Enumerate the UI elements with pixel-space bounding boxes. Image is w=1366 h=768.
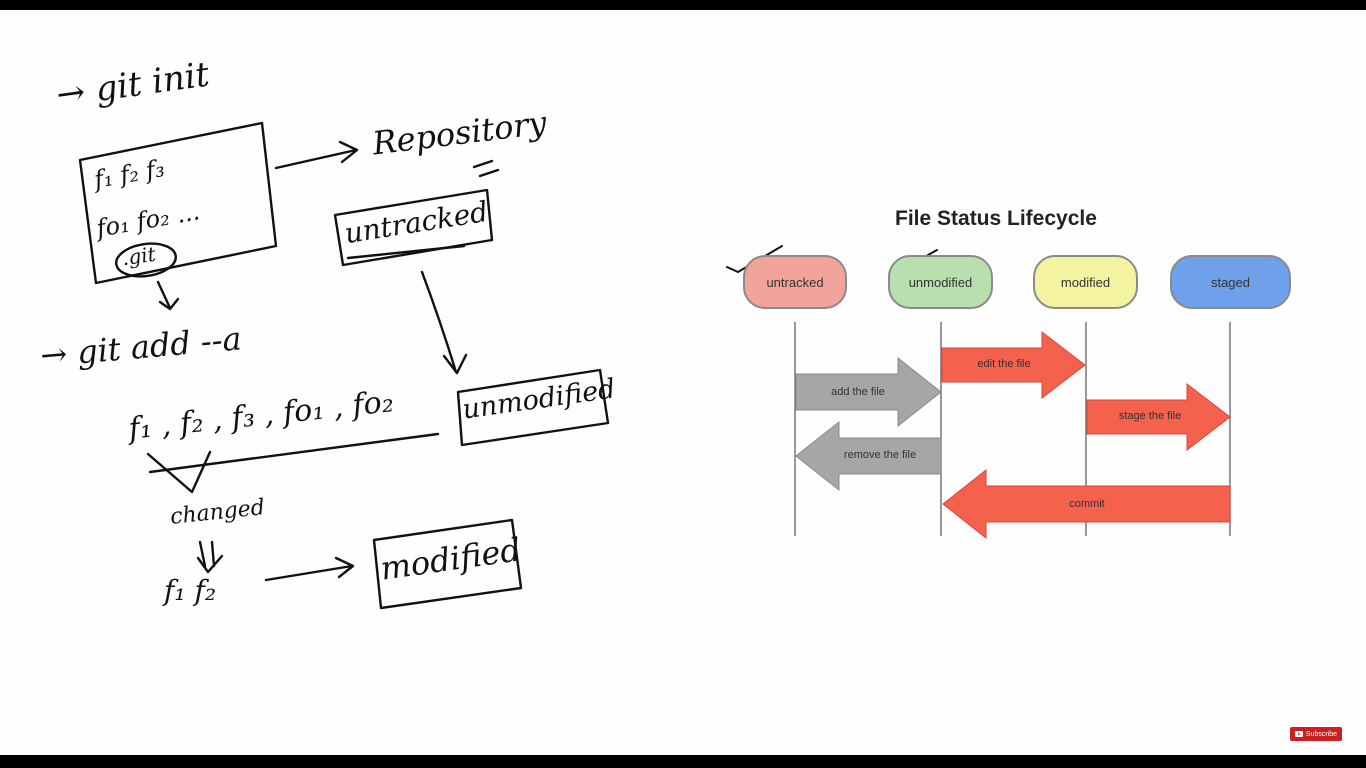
stage-the-file-arrow: [1086, 382, 1231, 452]
add-the-file-arrow: [795, 356, 942, 428]
commit-label: commit: [1069, 498, 1105, 510]
repository-arrow: [274, 140, 359, 170]
diagram-title: File Status Lifecycle: [895, 207, 1097, 230]
state-modified: modified: [1033, 255, 1138, 309]
equals-mark: [472, 159, 500, 178]
youtube-play-icon: [1294, 731, 1303, 737]
lifecycle-diagram: [794, 322, 1231, 540]
git-down-arrow: [156, 280, 180, 311]
edit-the-file-label: edit the file: [977, 358, 1031, 370]
state-staged: staged: [1170, 255, 1291, 309]
remove-the-file-arrow: [795, 420, 942, 492]
state-unmodified: unmodified: [888, 255, 993, 309]
modified-arrow: [264, 556, 355, 582]
commit-arrow: [942, 468, 1231, 540]
file-list-underline: [148, 432, 440, 474]
unmodified-box: [456, 368, 610, 447]
state-untracked: untracked: [743, 255, 847, 309]
add-the-file-label: add the file: [831, 386, 885, 398]
stage-the-file-label: stage the file: [1118, 410, 1182, 422]
subscribe-label: Subscribe: [1305, 730, 1338, 738]
subscribe-button[interactable]: Subscribe: [1290, 727, 1342, 741]
git-folder-circle: [115, 242, 177, 278]
changed-files-note: f₁ f₂: [164, 574, 217, 607]
remove-the-file-label: remove the file: [843, 449, 917, 461]
untracked-box: [333, 188, 494, 267]
whiteboard: → git init Repository f₁ f₂ f₃ fo₁ fo₂ .…: [0, 10, 1366, 755]
edit-the-file-arrow: [941, 330, 1086, 400]
files-box: [78, 121, 278, 285]
untracked-to-unmodified-arrow: [420, 270, 468, 375]
untracked-underline: [346, 244, 466, 260]
modified-box: [372, 518, 523, 610]
tick-marks: [146, 450, 212, 494]
changed-down-arrow: [196, 540, 224, 574]
